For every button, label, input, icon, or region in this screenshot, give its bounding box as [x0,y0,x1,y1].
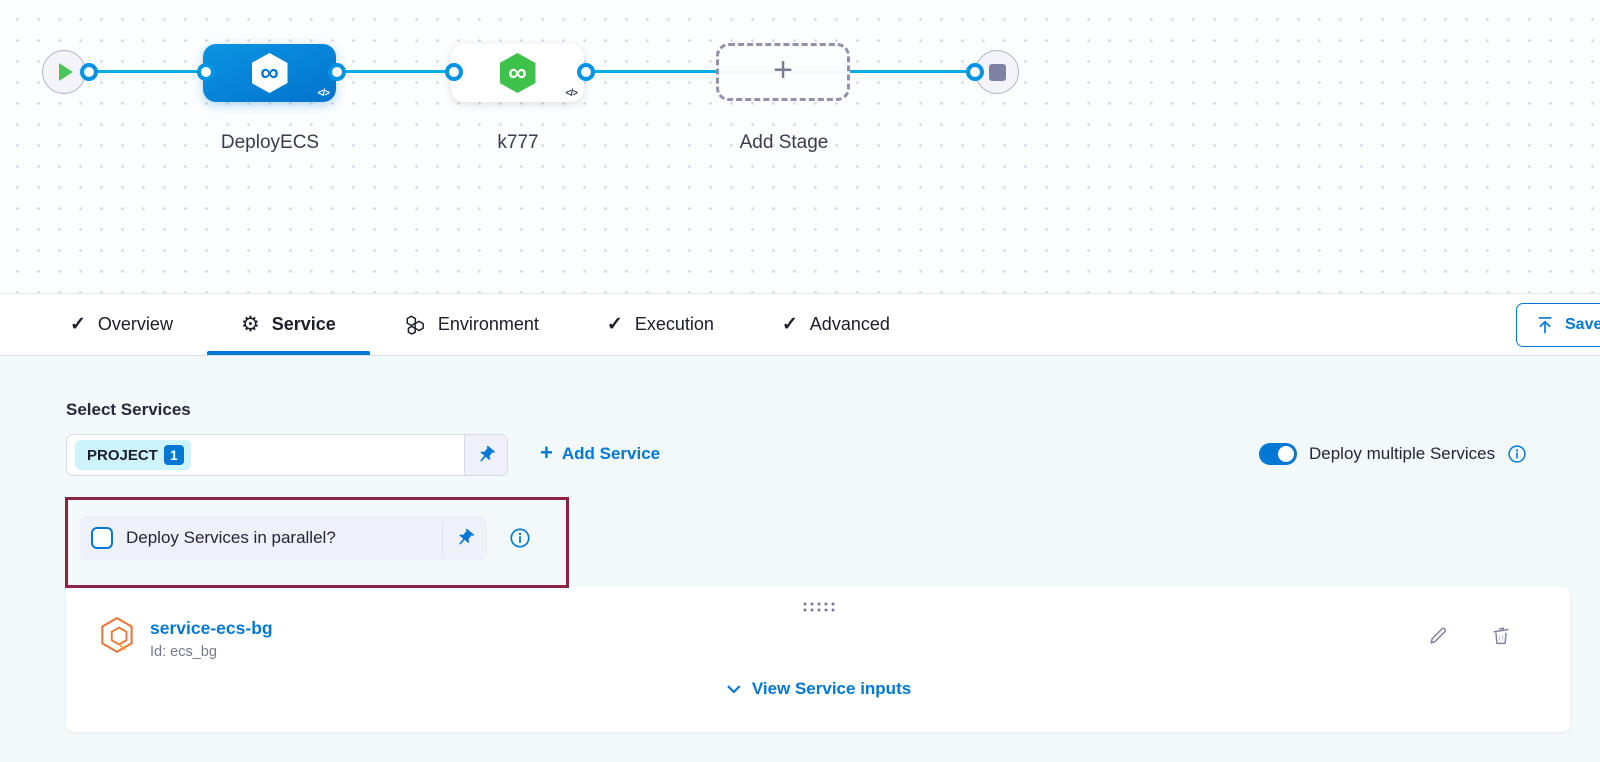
deploy-multiple-row: Deploy multiple Services [1259,443,1527,465]
tab-overview[interactable]: ✓ Overview [36,294,207,355]
service-id-text: Id: ecs_bg [150,644,217,660]
stop-icon [988,63,1006,81]
stage-node-k777[interactable]: ∞ </> [451,44,584,102]
deploy-parallel-row: Deploy Services in parallel? [80,516,487,560]
pipeline-start-node [42,50,86,94]
service-tab-panel: Select Services PROJECT 1 + Add Service … [0,356,1600,762]
add-stage-label: Add Stage [739,132,829,153]
check-icon: ✓ [781,314,798,335]
add-service-label: Add Service [561,444,661,463]
tab-label: Service [271,314,336,334]
upload-icon [1538,317,1552,334]
service-name-link[interactable]: service-ecs-bg [150,618,273,638]
select-services-label: Select Services [66,400,191,419]
add-stage-button[interactable]: + [716,43,850,101]
code-icon: </> [565,88,579,99]
plus-icon: + [773,51,793,89]
project-chip-count-badge: 1 [163,445,184,465]
tab-environment[interactable]: Environment [370,294,573,355]
stage-tab-bar: ✓ Overview ⚙ Service Environment ✓ Execu… [0,294,1600,356]
tab-label: Advanced [809,314,890,334]
connector-dot [80,63,98,81]
toggle-knob [1278,446,1294,462]
harness-logo-icon: ∞ [499,53,536,93]
connector-line [334,70,454,73]
pin-icon [459,528,474,545]
pin-button[interactable] [464,435,507,475]
tab-service[interactable]: ⚙ Service [206,294,370,355]
deploy-parallel-checkbox[interactable] [91,527,113,549]
drag-handle-icon[interactable] [801,601,835,612]
plus-icon: + [540,440,553,465]
select-services-input[interactable]: PROJECT 1 [66,434,508,476]
gear-icon: ⚙ [240,313,260,336]
service-hexagon-icon [101,616,133,654]
info-icon[interactable] [1507,444,1527,464]
connector-dot [577,63,595,81]
stage-node-deployecs[interactable]: ∞ </> [203,44,336,102]
delete-service-button[interactable] [1490,625,1512,650]
tab-label: Overview [97,314,173,334]
view-service-inputs-link[interactable]: View Service inputs [725,679,911,699]
save-button[interactable]: Save [1516,303,1600,347]
connector-dot [328,63,346,81]
code-icon: </> [317,88,331,99]
deploy-multiple-label: Deploy multiple Services [1309,444,1496,463]
service-card: service-ecs-bg Id: ecs_bg View Se [66,587,1570,732]
environment-icon [406,314,424,335]
connector-dot [445,63,463,81]
connector-dot [197,63,215,81]
pin-button[interactable] [443,528,487,548]
connector-line [86,70,206,73]
check-icon: ✓ [70,314,86,335]
pencil-icon [1430,627,1447,644]
tab-label: Execution [634,314,714,334]
check-icon: ✓ [606,314,623,335]
deploy-parallel-label: Deploy Services in parallel? [126,528,336,547]
project-chip-label: PROJECT [87,446,158,464]
deploy-multiple-toggle[interactable] [1259,443,1297,465]
divider [442,522,443,554]
play-icon [59,63,73,81]
project-chip[interactable]: PROJECT 1 [75,440,191,470]
edit-service-button[interactable] [1427,625,1449,650]
tab-advanced[interactable]: ✓ Advanced [748,294,924,355]
view-service-inputs-label: View Service inputs [751,679,912,698]
trash-icon [1493,627,1509,645]
tab-label: Environment [437,314,539,334]
harness-logo-icon: ∞ [251,53,288,93]
connector-dot [966,63,984,81]
stage-label-deployecs: DeployECS [220,132,320,153]
save-button-label: Save [1565,316,1600,333]
tab-execution[interactable]: ✓ Execution [573,294,748,355]
pin-icon [480,445,495,462]
chevron-down-icon [727,685,741,694]
stage-label-k777: k777 [497,132,539,153]
add-service-button[interactable]: + Add Service [540,440,661,465]
service-card-actions [1427,625,1512,650]
info-icon[interactable] [509,527,531,554]
pipeline-canvas: ∞ </> DeployECS ∞ </> k777 + Add Stage [0,0,1600,294]
